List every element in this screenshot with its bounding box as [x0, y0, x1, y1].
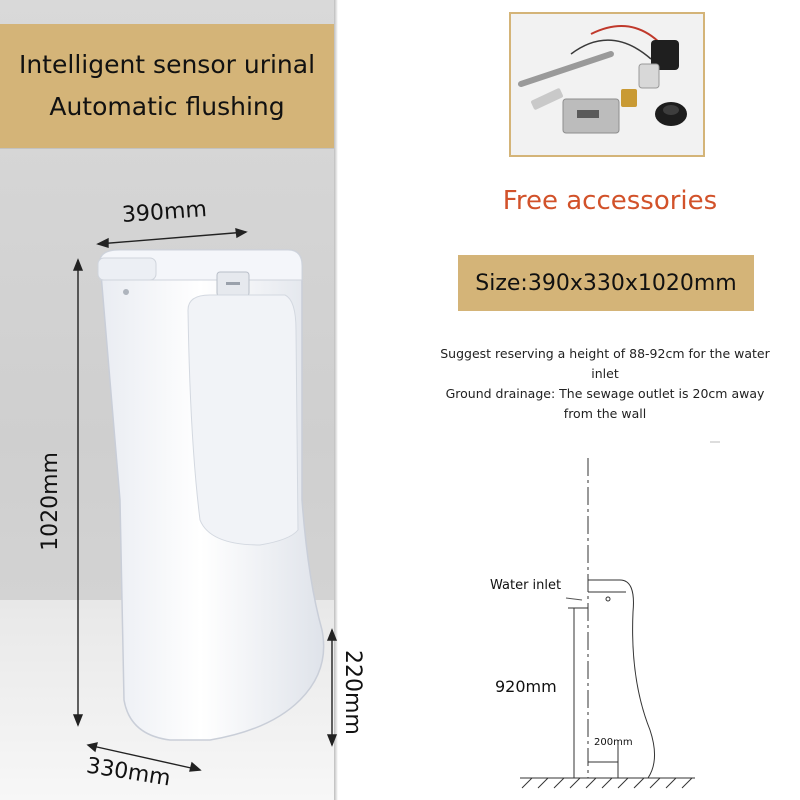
floor-hatch	[521, 777, 693, 789]
side-screw	[123, 289, 129, 295]
wall-tile-seam	[0, 147, 338, 149]
wall-edge	[334, 0, 338, 800]
solenoid-valve	[651, 40, 679, 70]
urinal-profile	[588, 579, 655, 779]
installation-notes: Suggest reserving a height of 88-92cm fo…	[440, 344, 770, 424]
banner-line-1: Intelligent sensor urinal	[18, 50, 316, 79]
banner-line-2: Automatic flushing	[49, 92, 285, 121]
installation-diagram	[520, 441, 720, 789]
note-drainage: Ground drainage: The sewage outlet is 20…	[445, 386, 765, 421]
lip-height-arrow	[326, 628, 338, 747]
braided-hose	[518, 51, 614, 87]
sensor-cable	[590, 25, 662, 45]
depth-arrow	[86, 742, 202, 772]
urinal-basin	[187, 294, 299, 546]
water-inlet-label: Water inlet	[490, 578, 562, 593]
feature-banner: Intelligent sensor urinal Automatic flus…	[0, 24, 334, 148]
urinal-illustration	[72, 228, 338, 772]
inlet-height-label: 920mm	[495, 677, 557, 696]
accessories-illustration	[518, 25, 687, 134]
size-banner: Size:390x330x1020mm	[458, 255, 754, 311]
bracket	[531, 88, 563, 110]
height-arrow	[72, 258, 84, 727]
width-arrow	[96, 228, 248, 248]
flush-tank-cap	[97, 257, 157, 281]
lip-height-label: 220mm	[340, 650, 365, 735]
outlet-distance-label: 200mm	[594, 737, 633, 748]
note-inlet-height: Suggest reserving a height of 88-92cm fo…	[440, 346, 770, 381]
size-text: Size:390x330x1020mm	[475, 270, 737, 296]
valve-fitting	[638, 63, 660, 89]
accessories-photo	[509, 12, 705, 157]
free-accessories-heading: Free accessories	[502, 186, 718, 216]
brass-connector	[621, 89, 637, 107]
height-label: 1020mm	[38, 452, 63, 551]
